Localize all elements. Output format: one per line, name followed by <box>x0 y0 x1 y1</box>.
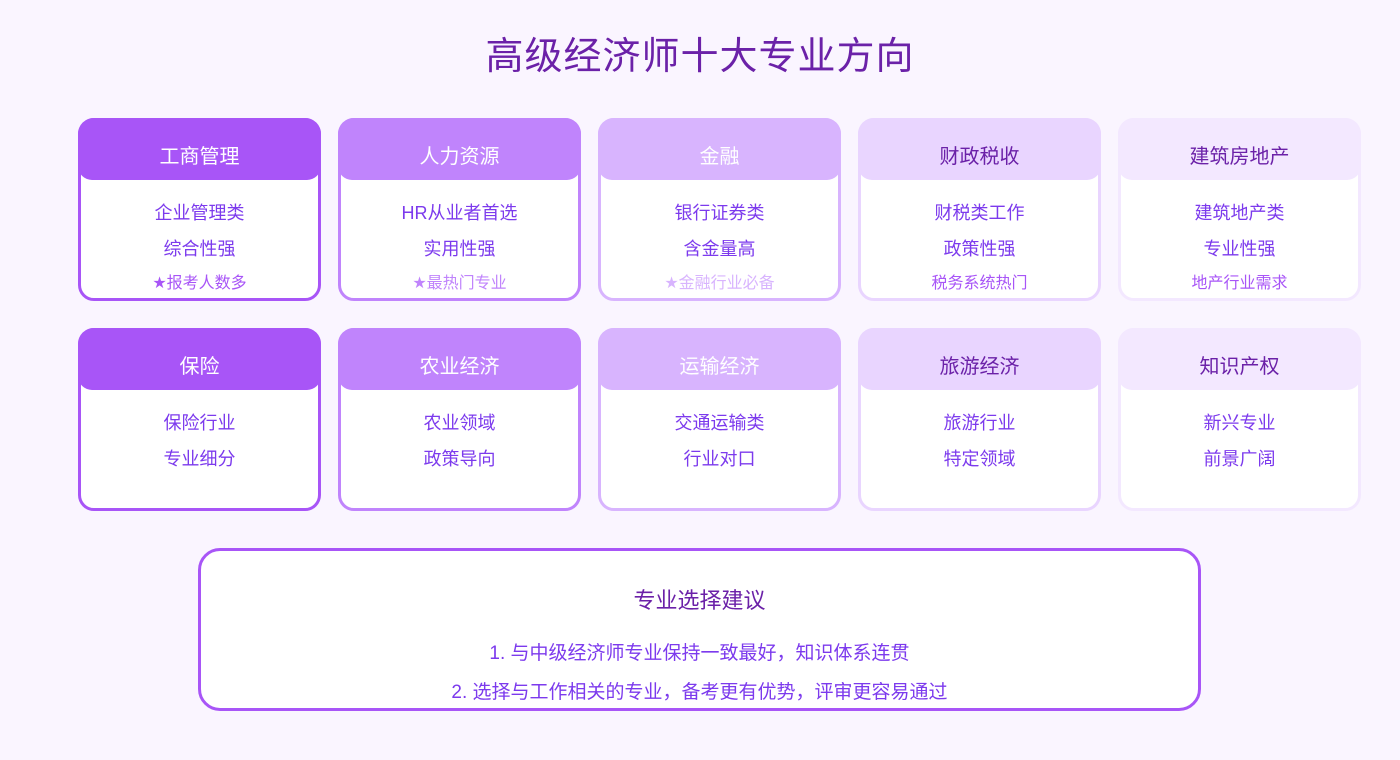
feature-line: 综合性强 <box>163 239 236 259</box>
card-header: 人力资源 <box>338 118 581 180</box>
card-body: 新兴专业 前景广阔 <box>1121 405 1358 511</box>
feature-line: 交通运输类 <box>674 413 765 433</box>
major-card-transport-economics[interactable]: 运输经济 交通运输类 行业对口 <box>598 328 841 511</box>
card-body: 企业管理类 综合性强 ★报考人数多 <box>81 195 318 301</box>
major-name: 知识产权 <box>1199 356 1280 378</box>
major-card-insurance[interactable]: 保险 保险行业 专业细分 <box>78 328 321 511</box>
feature-line: 保险行业 <box>163 413 236 433</box>
card-header: 建筑房地产 <box>1118 118 1361 180</box>
card-body: 财税类工作 政策性强 税务系统热门 <box>861 195 1098 301</box>
feature-line: 建筑地产类 <box>1194 203 1285 223</box>
feature-line: 政策性强 <box>943 239 1016 259</box>
feature-line: 专业性强 <box>1203 239 1276 259</box>
page-title: 高级经济师十大专业方向 <box>485 36 915 78</box>
card-body: 保险行业 专业细分 <box>81 405 318 511</box>
card-body: 交通运输类 行业对口 <box>601 405 838 511</box>
major-card-tourism-economics[interactable]: 旅游经济 旅游行业 特定领域 <box>858 328 1101 511</box>
major-card-construction-real-estate[interactable]: 建筑房地产 建筑地产类 专业性强 地产行业需求 <box>1118 118 1361 301</box>
card-header: 运输经济 <box>598 328 841 390</box>
major-name: 人力资源 <box>419 146 500 168</box>
major-card-finance[interactable]: 金融 银行证券类 含金量高 ★金融行业必备 <box>598 118 841 301</box>
major-name: 运输经济 <box>679 356 760 378</box>
card-body: HR从业者首选 实用性强 ★最热门专业 <box>341 195 578 301</box>
highlight-note <box>341 477 578 511</box>
card-body: 农业领域 政策导向 <box>341 405 578 511</box>
advice-item: 1. 与中级经济师专业保持一致最好，知识体系连贯 <box>489 643 910 664</box>
major-name: 保险 <box>179 356 220 378</box>
feature-line: 财税类工作 <box>934 203 1025 223</box>
feature-line: 政策导向 <box>423 449 496 469</box>
major-name: 工商管理 <box>159 146 240 168</box>
highlight-note: ★最热门专业 <box>412 275 507 292</box>
feature-line: 实用性强 <box>423 239 496 259</box>
major-card-intellectual-property[interactable]: 知识产权 新兴专业 前景广阔 <box>1118 328 1361 511</box>
feature-line: 含金量高 <box>683 239 756 259</box>
major-name: 建筑房地产 <box>1189 146 1290 168</box>
feature-line: 行业对口 <box>683 449 756 469</box>
highlight-note <box>1121 477 1358 511</box>
card-body: 银行证券类 含金量高 ★金融行业必备 <box>601 195 838 301</box>
card-body: 建筑地产类 专业性强 地产行业需求 <box>1121 195 1358 301</box>
feature-line: 特定领域 <box>943 449 1016 469</box>
highlight-note: ★报考人数多 <box>152 275 247 292</box>
card-header: 工商管理 <box>78 118 321 180</box>
feature-line: 银行证券类 <box>674 203 765 223</box>
advice-list: 1. 与中级经济师专业保持一致最好，知识体系连贯 2. 选择与工作相关的专业，备… <box>201 634 1198 712</box>
feature-line: HR从业者首选 <box>401 203 518 223</box>
highlight-note: ★金融行业必备 <box>664 275 775 292</box>
major-name: 财政税收 <box>939 146 1020 168</box>
major-name: 金融 <box>699 146 740 168</box>
feature-line: 农业领域 <box>423 413 496 433</box>
major-card-agricultural-economics[interactable]: 农业经济 农业领域 政策导向 <box>338 328 581 511</box>
major-card-human-resources[interactable]: 人力资源 HR从业者首选 实用性强 ★最热门专业 <box>338 118 581 301</box>
feature-line: 专业细分 <box>163 449 236 469</box>
major-name: 旅游经济 <box>939 356 1020 378</box>
card-header: 旅游经济 <box>858 328 1101 390</box>
major-name: 农业经济 <box>419 356 500 378</box>
advice-title: 专业选择建议 <box>633 588 766 613</box>
highlight-note: 税务系统热门 <box>931 275 1028 292</box>
feature-line: 前景广阔 <box>1203 449 1276 469</box>
card-header: 金融 <box>598 118 841 180</box>
advice-box: 专业选择建议 1. 与中级经济师专业保持一致最好，知识体系连贯 2. 选择与工作… <box>198 548 1201 711</box>
card-header: 保险 <box>78 328 321 390</box>
feature-line: 新兴专业 <box>1203 413 1276 433</box>
major-card-fiscal-tax[interactable]: 财政税收 财税类工作 政策性强 税务系统热门 <box>858 118 1101 301</box>
feature-line: 企业管理类 <box>154 203 245 223</box>
highlight-note <box>601 477 838 511</box>
highlight-note: 地产行业需求 <box>1191 275 1288 292</box>
card-header: 知识产权 <box>1118 328 1361 390</box>
major-card-business-admin[interactable]: 工商管理 企业管理类 综合性强 ★报考人数多 <box>78 118 321 301</box>
advice-item: 2. 选择与工作相关的专业，备考更有优势，评审更容易通过 <box>451 682 948 703</box>
highlight-note <box>81 477 318 511</box>
highlight-note <box>861 477 1098 511</box>
card-body: 旅游行业 特定领域 <box>861 405 1098 511</box>
feature-line: 旅游行业 <box>943 413 1016 433</box>
majors-grid: 工商管理 企业管理类 综合性强 ★报考人数多 人力资源 HR从业者首选 实用性强… <box>78 118 1361 511</box>
card-header: 农业经济 <box>338 328 581 390</box>
card-header: 财政税收 <box>858 118 1101 180</box>
